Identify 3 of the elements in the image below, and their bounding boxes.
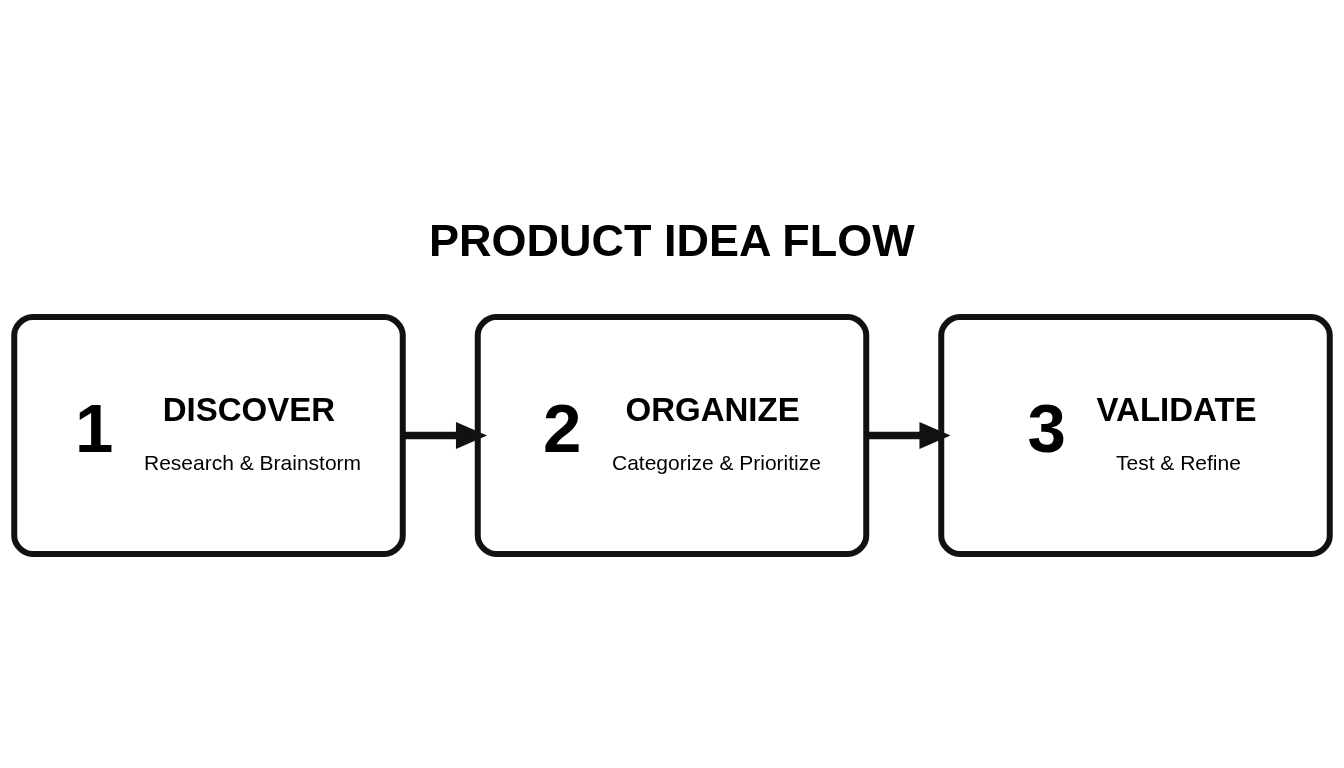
diagram-title: PRODUCT IDEA FLOW	[429, 214, 915, 265]
arrow	[403, 421, 488, 449]
arrow	[866, 421, 951, 449]
